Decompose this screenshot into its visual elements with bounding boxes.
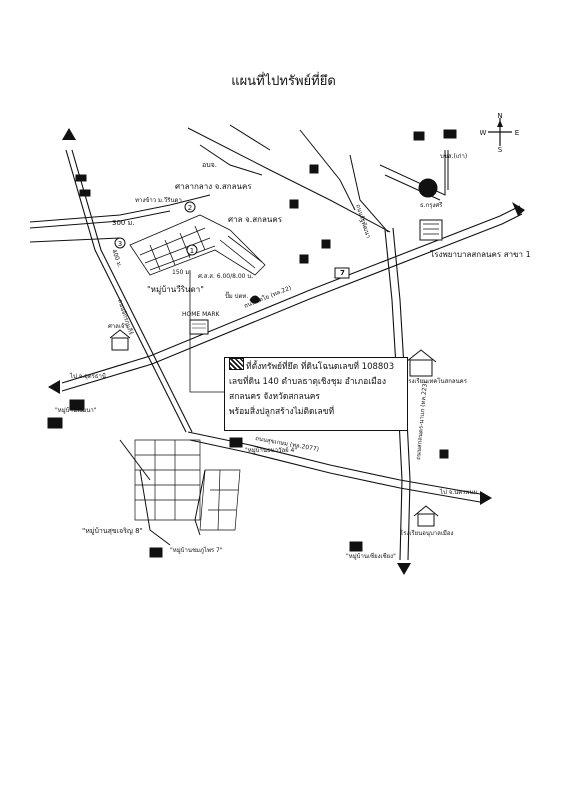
label-village-main: "หมู่บ้านวีรินดา" — [147, 285, 204, 295]
school-b-icon — [417, 513, 435, 527]
label-school: โรงเรียนเทคโนสกลนคร — [405, 377, 468, 385]
road-sukkasem — [187, 431, 481, 503]
label-distance-150: 150 ม. — [172, 269, 191, 276]
arrows — [48, 128, 525, 575]
svg-text:2: 2 — [188, 204, 192, 212]
compass-n: N — [497, 112, 502, 120]
road-top-right — [379, 150, 449, 201]
label-to-nakhonphanom: ไป จ.นครพนม — [439, 488, 478, 496]
building-icon — [443, 129, 457, 139]
shop-icon-c — [299, 254, 309, 264]
label-court: ศาล จ.สกลนคร — [228, 215, 283, 224]
shop-icon-e — [439, 449, 449, 459]
landmarks — [47, 129, 457, 558]
arrow-south-icon — [397, 563, 411, 575]
label-village-c: "หมู่บ้านเซียงเชียง" — [346, 552, 396, 560]
label-to-udon: ไป จ.อุดรธานี — [69, 372, 106, 380]
road-left-branch — [29, 194, 211, 243]
road-upper-diag — [187, 124, 391, 233]
label-home-mark: HOME MARK — [182, 311, 221, 318]
label-distance-300: 300 ม. — [112, 219, 134, 227]
shop-icon-b — [289, 199, 299, 209]
village-grid — [129, 214, 266, 276]
label-hospital: โรงพยาบาลสกลนคร สาขา 1 — [430, 249, 531, 259]
info-line-3: สกลนคร จังหวัดสกลนคร — [229, 392, 320, 402]
hatch-legend-icon — [229, 358, 244, 370]
bank-logo-icon — [418, 178, 438, 198]
leader-lines — [189, 270, 224, 393]
shop-icon-f — [79, 189, 91, 197]
label-road-nitayo: ถนนนิตโย (ทล.22) — [243, 284, 293, 310]
numbered-labels: 2 3 1 — [118, 204, 194, 255]
info-line-1-text: ที่ตั้งทรัพย์ที่ยึด ที่ดินโฉนดเลขที่ 108… — [246, 362, 395, 372]
house-icon-a — [69, 399, 85, 411]
label-village-b: "หมู่บ้านพัฒนา" — [55, 407, 97, 414]
bkk-icon — [413, 131, 425, 141]
school-icon — [409, 359, 433, 377]
label-school-b: โรงเรียนอนุบาลเมือง — [400, 529, 453, 537]
label-road-nakhon: ถนนสกลนคร-นาแก (ทล.223) — [415, 381, 429, 460]
label-ptt: ปั๊ม ปตท. — [225, 291, 248, 300]
compass-e: E — [515, 129, 519, 137]
compass-w: W — [480, 129, 487, 137]
label-village-8: "หมู่บ้านสุขเจริญ 8" — [82, 527, 143, 535]
arrow-ne-icon — [512, 202, 525, 216]
arrow-north-icon — [62, 128, 76, 140]
label-obt: อบจ. — [202, 161, 217, 169]
house-icon-d — [149, 547, 163, 558]
label-office-hours: ศ.ส.ส. 6.00/8.00 น. — [198, 273, 254, 280]
shop-icon-d — [321, 239, 331, 249]
north-arrow-icon — [497, 120, 503, 127]
svg-text:1: 1 — [190, 247, 194, 255]
arrow-east-icon — [480, 491, 492, 505]
temple-icon — [111, 337, 129, 351]
info-line-2: เลขที่ดิน 140 ตำบลธาตุเชิงชุม อำเภอเมือง — [229, 377, 387, 387]
label-distance-400: 400 ม. — [110, 248, 123, 269]
house-icon-c — [229, 437, 243, 448]
seven-eleven-icon — [334, 267, 350, 279]
compass-rose: N S E W — [480, 112, 519, 152]
svg-text:3: 3 — [118, 240, 122, 248]
south-village-grid — [134, 439, 241, 531]
label-province-hall: ศาลากลาง จ.สกลนคร — [175, 182, 252, 191]
map-title: แผนที่ไปทรัพย์ที่ยึด — [231, 74, 336, 89]
info-line-4: พร้อมสิ่งปลูกสร้างไม่ติดเลขที่ — [229, 407, 335, 417]
label-village-4: "หมู่บ้านธนาวัลย์ 4" — [245, 446, 297, 454]
label-police: ทางข้าว ม.วีรินดา — [135, 196, 182, 204]
house-icon-b — [47, 417, 63, 429]
hospital-icon — [419, 219, 443, 241]
label-bank: ธ.กรุงศรี — [420, 201, 443, 209]
ptt-icon — [249, 295, 261, 304]
arrow-west-icon — [48, 380, 60, 394]
property-info-box: ที่ตั้งทรัพย์ที่ยึด ที่ดินโฉนดเลขที่ 108… — [224, 357, 408, 431]
house-icon-e — [349, 541, 363, 552]
shop-icon-a — [309, 164, 319, 174]
label-seven: 7 — [340, 269, 345, 277]
label-temple: ศาลเจ้า — [108, 323, 128, 330]
compass-s: S — [498, 146, 503, 152]
label-bkk: บขส.(เก่า) — [440, 153, 467, 160]
numbered-markers — [114, 201, 198, 256]
road-nitayo — [61, 205, 523, 392]
road-vertical-left — [65, 149, 193, 433]
home-mark-icon — [189, 319, 209, 335]
shop-icon-g — [75, 174, 87, 182]
label-village-7: "หมู่บ้านชมภูไพร 7" — [170, 546, 223, 554]
info-line-1: ที่ตั้งทรัพย์ที่ยึด ที่ดินโฉนดเลขที่ 108… — [229, 358, 407, 375]
